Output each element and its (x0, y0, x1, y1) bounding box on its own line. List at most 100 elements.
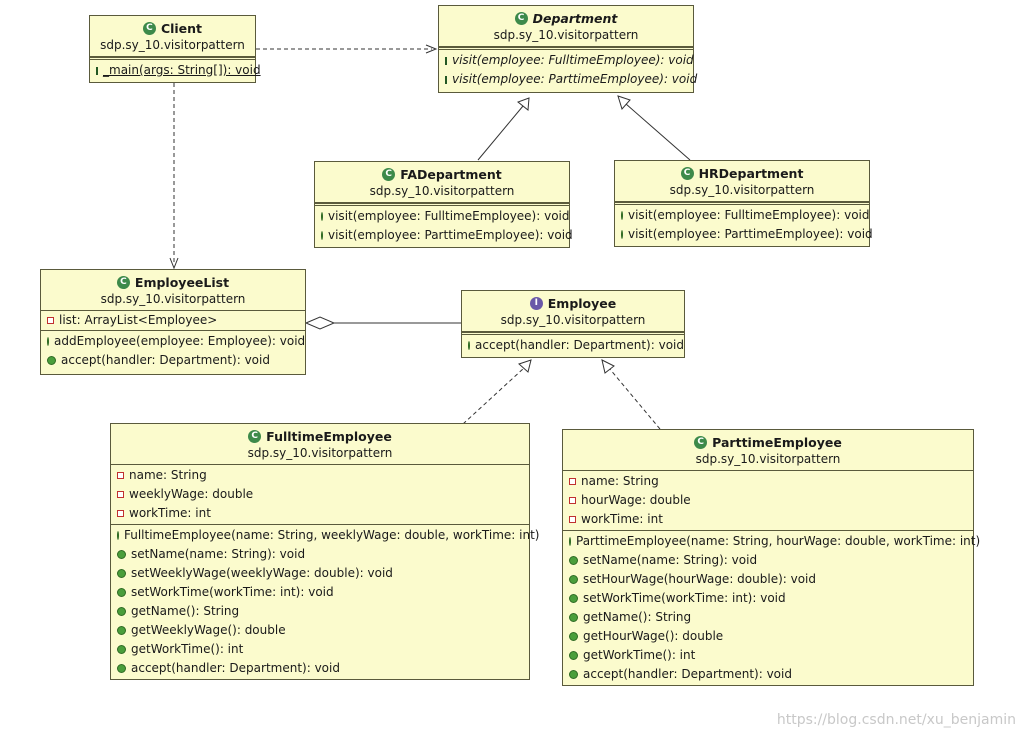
class-client[interactable]: C Client sdp.sy_10.visitorpattern _main(a… (89, 15, 261, 83)
method-row: getName(): String (111, 602, 529, 621)
method-row: getHourWage(): double (563, 627, 973, 646)
method-row: setName(name: String): void (563, 551, 973, 570)
method-row: setWorkTime(workTime: int): void (111, 583, 529, 602)
field-row: workTime: int (111, 504, 529, 523)
method-row: getName(): String (563, 608, 973, 627)
field-row: hourWage: double (563, 491, 973, 510)
public-method-icon (117, 645, 126, 654)
interface-employee[interactable]: I Employee sdp.sy_10.visitorpattern accep… (461, 290, 685, 358)
class-name: Department (532, 10, 618, 26)
class-name: FulltimeEmployee (266, 428, 392, 444)
realization-parttime-employee (608, 367, 661, 430)
method-row: visit(employee: FulltimeEmployee): void (439, 51, 694, 70)
method-row: visit(employee: ParttimeEmployee): void (315, 226, 573, 245)
class-employee-list[interactable]: C EmployeeList sdp.sy_10.visitorpattern l… (40, 269, 306, 375)
public-method-icon (621, 230, 623, 239)
method-row: accept(handler: Department): void (563, 665, 973, 684)
class-icon: C (248, 429, 262, 443)
generalization-hr-department (625, 103, 691, 161)
public-method-icon (47, 356, 56, 365)
static-method-icon (96, 66, 98, 75)
method-row: accept(handler: Department): void (462, 336, 684, 355)
private-field-icon (117, 510, 124, 517)
abstract-class-icon: C (514, 11, 528, 25)
public-method-icon (569, 613, 578, 622)
method-row: visit(employee: ParttimeEmployee): void (615, 225, 873, 244)
class-icon: C (116, 275, 130, 289)
package-name: sdp.sy_10.visitorpattern (695, 452, 841, 466)
class-icon: C (694, 435, 708, 449)
constructor-row: ParttimeEmployee(name: String, hourWage:… (563, 532, 980, 551)
method-row: visit(employee: FulltimeEmployee): void (315, 207, 570, 226)
class-icon: C (680, 166, 694, 180)
field-row: list: ArrayList<Employee> (41, 312, 305, 329)
public-method-icon (117, 626, 126, 635)
method-row: getWorkTime(): int (111, 640, 529, 659)
method-row: visit(employee: ParttimeEmployee): void (439, 70, 697, 89)
private-field-icon (117, 491, 124, 498)
constructor-icon (117, 531, 119, 540)
field-row: name: String (111, 466, 529, 485)
public-method-icon (569, 632, 578, 641)
private-field-icon (569, 497, 576, 504)
private-field-icon (47, 317, 54, 324)
method-row: getWeeklyWage(): double (111, 621, 529, 640)
package-name: sdp.sy_10.visitorpattern (500, 313, 646, 327)
package-name: sdp.sy_10.visitorpattern (669, 183, 815, 197)
class-icon: C (382, 167, 396, 181)
method-row: _main(args: String[]): void (90, 61, 261, 80)
class-name: HRDepartment (698, 165, 804, 181)
public-method-icon (569, 670, 578, 679)
method-row: addEmployee(employee: Employee): void (41, 332, 305, 351)
method-row: setHourWage(hourWage: double): void (563, 570, 973, 589)
method-row: setWorkTime(workTime: int): void (563, 589, 973, 608)
public-method-icon (117, 607, 126, 616)
constructor-icon (569, 537, 571, 546)
public-method-icon (569, 575, 578, 584)
abstract-method-icon (445, 75, 447, 84)
abstract-method-icon (445, 56, 447, 65)
class-icon: C (142, 21, 156, 35)
field-row: weeklyWage: double (111, 485, 529, 504)
public-method-icon (569, 556, 578, 565)
generalization-fa-department (477, 105, 524, 161)
class-fa-department[interactable]: C FADepartment sdp.sy_10.visitorpattern v… (314, 161, 573, 248)
public-method-icon (117, 588, 126, 597)
package-name: sdp.sy_10.visitorpattern (369, 184, 515, 198)
class-hr-department[interactable]: C HRDepartment sdp.sy_10.visitorpattern v… (614, 160, 873, 247)
method-row: getWorkTime(): int (563, 646, 973, 665)
field-row: name: String (563, 472, 973, 491)
public-method-icon (321, 212, 323, 221)
class-name: FADepartment (400, 166, 502, 182)
class-department[interactable]: C Department sdp.sy_10.visitorpattern vis… (438, 5, 697, 93)
package-name: sdp.sy_10.visitorpattern (493, 28, 639, 42)
public-method-icon (117, 569, 126, 578)
public-method-icon (47, 337, 49, 346)
private-field-icon (569, 478, 576, 485)
public-method-icon (117, 550, 126, 559)
method-row: accept(handler: Department): void (41, 351, 305, 370)
constructor-row: FulltimeEmployee(name: String, weeklyWag… (111, 526, 539, 545)
class-parttime-employee[interactable]: C ParttimeEmployee sdp.sy_10.visitorpatte… (562, 429, 980, 686)
method-row: accept(handler: Department): void (111, 659, 529, 678)
class-name: Client (160, 20, 203, 36)
public-method-icon (569, 594, 578, 603)
package-name: sdp.sy_10.visitorpattern (100, 292, 246, 306)
public-method-icon (569, 651, 578, 660)
private-field-icon (569, 516, 576, 523)
public-method-icon (468, 341, 471, 350)
watermark: https://blog.csdn.net/xu_benjamin (776, 712, 1016, 728)
class-name: ParttimeEmployee (712, 434, 842, 450)
package-name: sdp.sy_10.visitorpattern (100, 38, 245, 52)
class-name: EmployeeList (134, 274, 230, 290)
class-fulltime-employee[interactable]: C FulltimeEmployee sdp.sy_10.visitorpatte… (110, 423, 539, 680)
public-method-icon (117, 664, 126, 673)
interface-name: Employee (547, 295, 617, 311)
interface-icon: I (529, 296, 543, 310)
realization-fulltime-employee (462, 367, 525, 425)
field-row: workTime: int (563, 510, 973, 529)
package-name: sdp.sy_10.visitorpattern (247, 446, 393, 460)
private-field-icon (117, 472, 124, 479)
method-row: setWeeklyWage(weeklyWage: double): void (111, 564, 529, 583)
